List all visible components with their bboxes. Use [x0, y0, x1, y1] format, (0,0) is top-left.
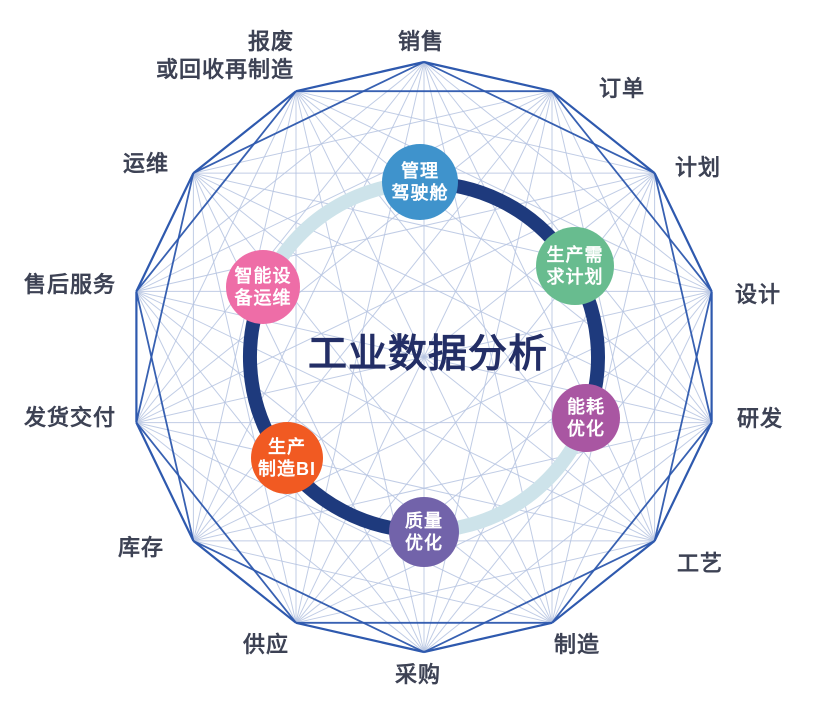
web-chord-line [423, 172, 656, 653]
node-production-demand-planning: 生产需 求计划 [536, 227, 614, 305]
spoke-rnd: 研发 [736, 405, 784, 431]
web-chord-line [423, 61, 656, 542]
spoke-orders: 订单 [598, 75, 646, 101]
spoke-operations-maintenance: 运维 [122, 150, 170, 176]
web-near-chord-line [423, 540, 655, 653]
web-chord-line [136, 172, 655, 292]
web-chord-line [295, 90, 712, 423]
spoke-procurement: 采购 [394, 661, 442, 687]
spoke-sales: 销售 [397, 28, 445, 54]
spoke-inventory: 库存 [117, 534, 165, 560]
web-chord-line [295, 90, 712, 292]
web-chord-line [136, 422, 425, 653]
web-chord-line [136, 422, 553, 624]
web-chord-line [295, 90, 553, 624]
web-chord-line [192, 172, 297, 623]
web-near-chord-line [551, 422, 713, 624]
web-chord-line [423, 422, 712, 653]
spoke-manufacturing: 制造 [553, 631, 601, 657]
web-chord-line [295, 540, 655, 624]
web-chord-line [136, 61, 425, 292]
web-chord-line [295, 90, 655, 174]
web-chord-line [192, 172, 425, 653]
web-chord-line [193, 540, 553, 624]
polygon-edge-line [295, 621, 425, 654]
web-near-chord-line [423, 61, 655, 174]
web-chord-line [136, 90, 553, 423]
node-manufacturing-bi: 生产 制造BI [251, 422, 323, 494]
polygon-edge-line [423, 621, 553, 654]
polygon-edge-line [551, 540, 656, 624]
web-chord-line [193, 172, 712, 292]
web-chord-line [136, 422, 655, 542]
web-near-chord-line [135, 90, 297, 292]
web-chord-line [295, 90, 655, 542]
spoke-supply: 供应 [242, 631, 290, 657]
spoke-scrap-recycling-remanufacture: 报废 或回收再制造 [155, 28, 295, 82]
polygon-edge-line [295, 60, 425, 93]
diagram-title: 工业数据分析 [307, 333, 549, 376]
polygon-edge-line [192, 90, 297, 174]
spoke-design: 设计 [734, 281, 782, 307]
polygon-edge-line [423, 60, 553, 93]
web-chord-line [193, 172, 553, 624]
web-chord-line [193, 90, 553, 174]
web-near-chord-line [135, 422, 297, 624]
polygon-edge-line [653, 172, 713, 292]
polygon-edge-line [192, 540, 297, 624]
web-chord-line [551, 90, 713, 423]
web-near-chord-line [193, 540, 425, 653]
web-chord-line [295, 291, 712, 624]
polygon-edge-line [551, 90, 656, 174]
polygon-edge-line [135, 422, 195, 542]
web-chord-line [135, 291, 297, 624]
spoke-delivery: 发货交付 [23, 404, 117, 430]
web-near-chord-line [193, 61, 425, 174]
polygon-edge-line [135, 172, 195, 292]
spoke-planning: 计划 [674, 154, 722, 180]
web-chord-line [135, 90, 297, 423]
polygon-edge-line [653, 422, 713, 542]
spoke-process: 工艺 [676, 550, 724, 576]
node-smart-equipment-operations: 智能设 备运维 [226, 250, 300, 324]
web-chord-line [193, 172, 712, 424]
web-near-chord-line [551, 90, 713, 292]
web-near-chord-line [135, 172, 195, 423]
web-near-chord-line [135, 291, 195, 542]
node-quality-optimization: 质量 优化 [389, 497, 459, 567]
node-energy-optimization: 能耗 优化 [552, 384, 620, 452]
node-management-cockpit: 管理 驾驶舱 [382, 144, 458, 220]
web-chord-line [136, 290, 655, 542]
web-chord-line [136, 291, 553, 624]
web-chord-line [551, 291, 713, 624]
web-near-chord-line [653, 172, 713, 423]
web-chord-line [423, 61, 712, 292]
spoke-after-sales-service: 售后服务 [23, 271, 117, 297]
web-chord-line [192, 61, 425, 542]
web-chord-line [193, 422, 712, 542]
web-near-chord-line [653, 291, 713, 542]
